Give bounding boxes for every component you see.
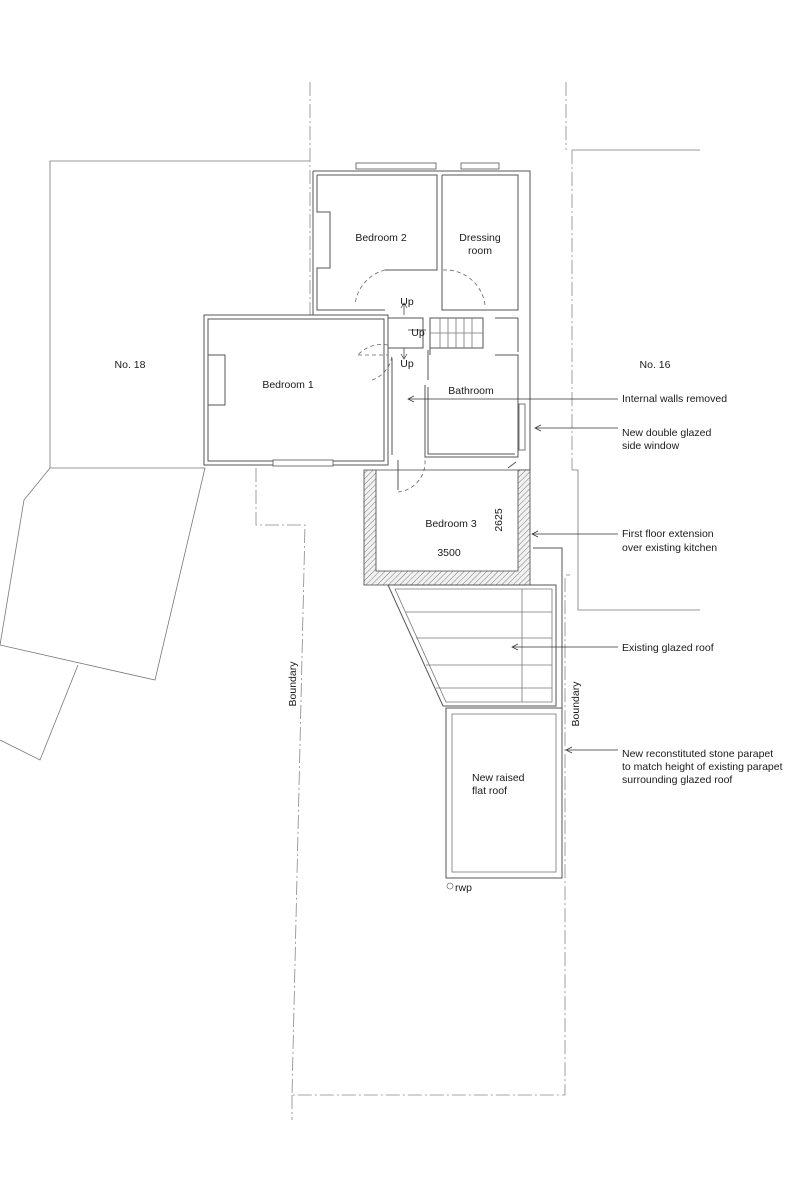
room-label-dressing-line1: Dressing — [459, 232, 501, 244]
property-centrelines — [291, 82, 573, 1120]
note-internal-walls: Internal walls removed — [622, 393, 727, 405]
stair-label-up-bottom: Up — [400, 358, 414, 370]
note-parapet-line2: to match height of existing parapet — [622, 761, 783, 773]
room-label-flat-roof-line1: New raised — [472, 772, 525, 784]
room-label-bedroom2: Bedroom 2 — [355, 232, 407, 244]
note-glazed-roof: Existing glazed roof — [622, 642, 714, 654]
door-swings — [354, 269, 486, 493]
boundary-label-left: Boundary — [287, 661, 299, 707]
note-extension-line1: First floor extension — [622, 528, 714, 540]
window-dressing — [460, 162, 500, 170]
boundary-label-right: Boundary — [570, 681, 582, 727]
note-side-window-line1: New double glazed — [622, 427, 711, 439]
stair-label-up-mid: Up — [411, 327, 425, 339]
rwp-label: rwp — [455, 882, 472, 894]
plot-boundary — [255, 468, 570, 1096]
neighbour-label-no18: No. 18 — [115, 359, 146, 371]
neighbour-no18-outline — [0, 160, 310, 761]
note-extension-line2: over existing kitchen — [622, 542, 717, 554]
window-side-new — [518, 403, 526, 451]
dimension-depth: 2625 — [493, 508, 505, 532]
annotation-leaders — [407, 395, 618, 754]
room-label-bathroom: Bathroom — [448, 385, 494, 397]
house-walls — [203, 170, 531, 490]
room-label-bedroom3: Bedroom 3 — [425, 518, 477, 530]
room-label-bedroom1: Bedroom 1 — [262, 379, 314, 391]
neighbour-no16-outline — [572, 149, 700, 611]
note-parapet-line3: surrounding glazed roof — [622, 774, 732, 786]
window-bedroom2 — [355, 162, 437, 170]
room-label-dressing-line2: room — [468, 245, 492, 257]
window-bedroom1 — [272, 459, 334, 467]
note-parapet-line1: New reconstituted stone parapet — [622, 748, 773, 760]
glazed-roof — [387, 547, 563, 712]
windows — [272, 162, 526, 583]
dimension-width: 3500 — [437, 547, 461, 559]
stair-arrows — [400, 302, 426, 360]
neighbour-label-no16: No. 16 — [640, 359, 671, 371]
room-label-flat-roof-line2: flat roof — [472, 785, 507, 797]
note-side-window-line2: side window — [622, 440, 680, 452]
stair-label-up-top: Up — [400, 296, 414, 308]
flat-roof — [445, 707, 563, 890]
